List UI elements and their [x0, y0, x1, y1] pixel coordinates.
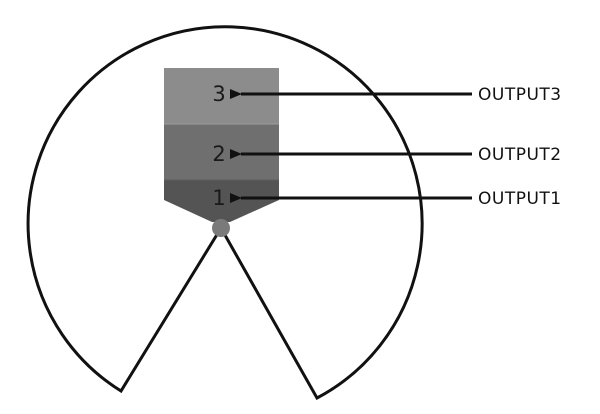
block-3	[164, 68, 279, 124]
sector-outline	[26, 25, 424, 401]
block-3-number: 3	[212, 82, 225, 106]
output3-label: OUTPUT3	[478, 85, 562, 105]
block-1-number: 1	[212, 186, 225, 210]
output1-label: OUTPUT1	[478, 189, 562, 209]
block-2	[164, 124, 279, 180]
block-2-number: 2	[212, 142, 225, 166]
output2-label: OUTPUT2	[478, 145, 562, 165]
block-1	[164, 180, 279, 222]
pivot-point	[212, 219, 230, 237]
